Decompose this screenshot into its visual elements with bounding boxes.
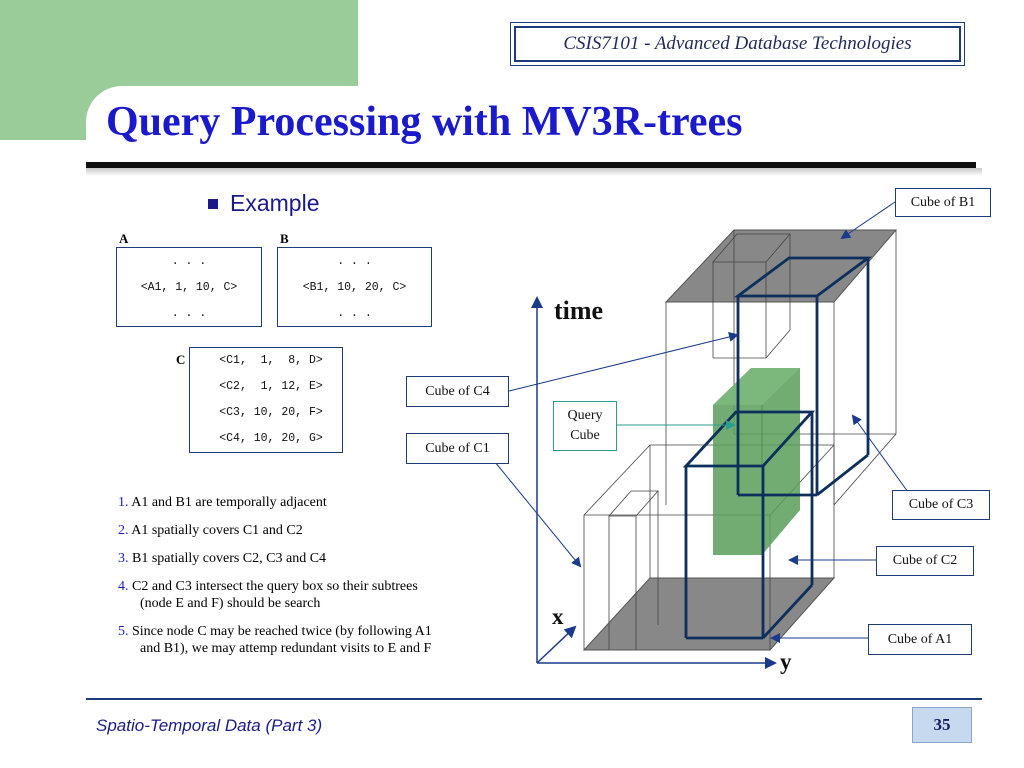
title-underline-shadow — [86, 168, 982, 176]
callout-cube-b1: Cube of B1 — [895, 188, 991, 217]
callout-cube-c3: Cube of C3 — [892, 490, 990, 520]
axes — [531, 296, 777, 669]
node-c-label: C — [176, 352, 186, 367]
callout-cube-c1: Cube of C1 — [406, 433, 509, 464]
node-a-row: . . . — [171, 307, 207, 320]
node-a-label: A — [119, 231, 129, 246]
node-a: . . . <A1, 1, 10, C> . . . — [116, 247, 262, 327]
note-item: 1. A1 and B1 are temporally adjacent — [118, 495, 327, 510]
cube-a1-shape — [582, 444, 836, 651]
footer-title: Spatio-Temporal Data (Part 3) — [96, 716, 323, 735]
callout-cube-c2: Cube of C2 — [876, 546, 974, 576]
node-b: . . . <B1, 10, 20, C> . . . — [277, 247, 432, 327]
slide-title: Query Processing with MV3R-trees — [106, 99, 743, 145]
title-underline — [86, 162, 976, 168]
x-axis-label: x — [552, 604, 564, 629]
node-a-row: <A1, 1, 10, C> — [140, 281, 238, 294]
query-cube-line1: Query — [567, 408, 603, 423]
y-axis-label: y — [780, 649, 792, 674]
course-name: CSIS7101 - Advanced Database Technologie… — [514, 26, 961, 62]
notes-list: 1. A1 and B1 are temporally adjacent 2. … — [118, 494, 448, 668]
note-item: 2. A1 spatially covers C1 and C2 — [118, 523, 303, 538]
time-axis-label: time — [554, 296, 604, 325]
example-bullet: Example — [208, 190, 319, 217]
node-c-row: <C4, 10, 20, G> — [219, 432, 323, 445]
arrow-b1 — [840, 201, 896, 240]
node-c-row: <C1, 1, 8, D> — [219, 354, 323, 367]
node-b-row: <B1, 10, 20, C> — [302, 281, 407, 294]
node-c: <C1, 1, 8, D> <C2, 1, 12, E> <C3, 10, 20… — [189, 347, 343, 453]
cube-c1-shape — [608, 490, 659, 650]
note-item: 3. B1 spatially covers C2, C3 and C4 — [118, 551, 327, 566]
square-bullet-icon — [208, 198, 218, 209]
cube-c3-shape — [733, 256, 873, 497]
arrow-c4 — [508, 332, 739, 392]
query-cube-line2: Cube — [570, 428, 600, 443]
example-bullet-text: Example — [230, 190, 320, 216]
note-item: 5. Since node C may be reached twice (by… — [118, 624, 432, 656]
callout-query-cube: Query Cube — [553, 401, 617, 451]
course-box: CSIS7101 - Advanced Database Technologie… — [510, 22, 965, 66]
node-c-row: <C2, 1, 12, E> — [219, 380, 323, 393]
arrow-c1 — [494, 461, 582, 568]
query-cube-shape — [713, 368, 800, 555]
arrow-c3 — [851, 414, 909, 493]
node-b-label: B — [280, 231, 289, 246]
callout-cube-a1: Cube of A1 — [868, 624, 972, 655]
cube-c2-shape — [682, 410, 816, 640]
x-axis — [536, 625, 577, 664]
node-b-row: . . . — [337, 307, 372, 320]
header-white-tab — [86, 86, 486, 166]
callout-cube-c4: Cube of C4 — [406, 376, 509, 407]
node-c-row: <C3, 10, 20, F> — [219, 406, 323, 419]
node-a-row: . . . — [171, 255, 207, 268]
page-number: 35 — [912, 707, 972, 743]
footer-rule — [86, 698, 982, 700]
cube-c4-shape — [712, 233, 791, 359]
node-b-row: . . . — [337, 255, 372, 268]
note-item: 4. C2 and C3 intersect the query box so … — [118, 579, 418, 611]
callout-arrows — [494, 201, 909, 643]
